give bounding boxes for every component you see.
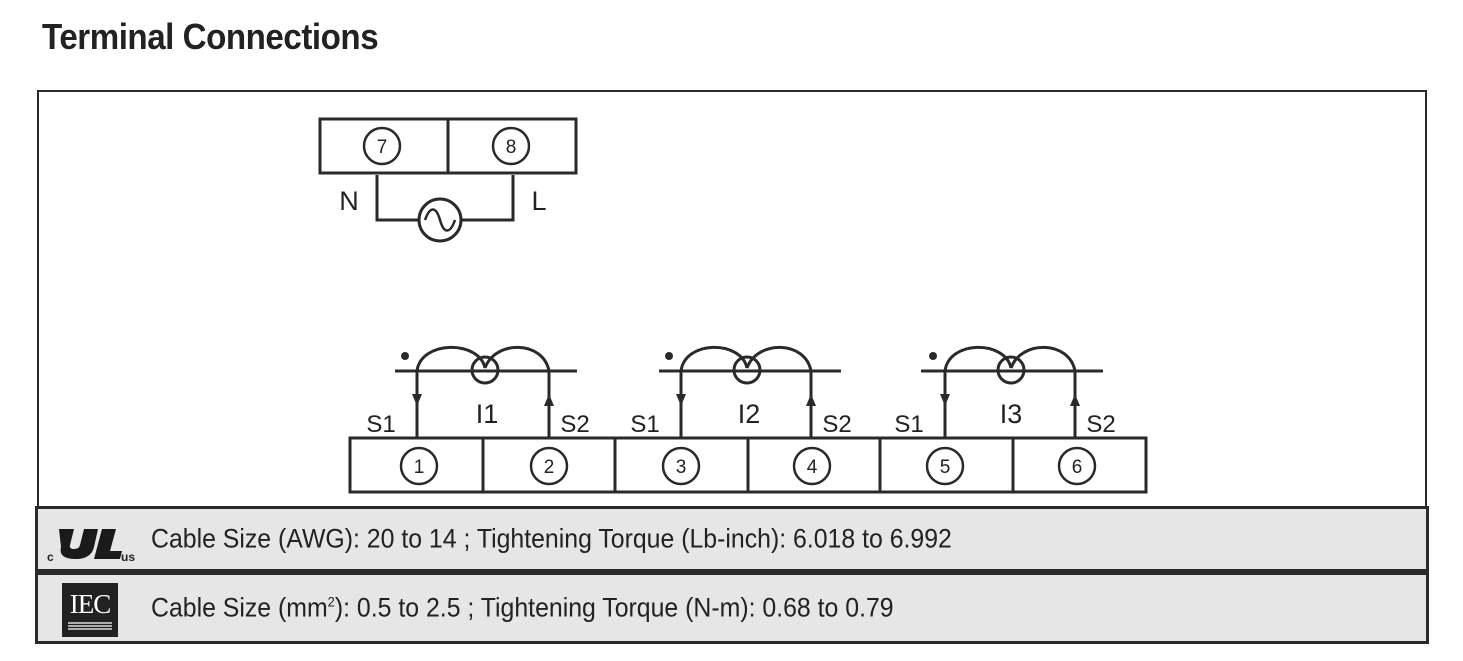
ct-2-s2-label: S2 [822,411,851,438]
terminal-3-label: 3 [676,457,687,478]
terminal-5-label: 5 [940,457,951,478]
iec-logo-text: IEC [69,589,112,619]
ct-2-s2-arrow-icon [806,394,816,406]
polarity-dot-icon-2 [665,352,673,360]
ul-spec-text: Cable Size (AWG): 20 to 14 ; Tightening … [151,523,952,554]
page-title: Terminal Connections [42,16,379,57]
ct-3-s1-label: S1 [894,411,923,438]
ct-2-coil-icon [679,345,749,372]
polarity-dot-icon-3 [929,352,937,360]
neutral-label: N [339,186,359,216]
iec-spec-row: IEC Cable Size (mm2): 0.5 to 2.5 ; Tight… [35,572,1429,644]
ct-1-coil-icon [415,345,487,372]
ct-3-s2-label: S2 [1086,411,1115,438]
terminal-4-label: 4 [807,457,818,478]
ct-1-s2-label: S2 [560,411,589,438]
ct-3-coil-icon [943,345,1013,372]
terminal-8-circle [491,126,531,166]
ct-1-core-icon [470,355,500,385]
wiring-diagram-frame: 7 8 N L I1 S1 S2 1 2 I2 S1 S2 3 4 I3 S1 … [37,90,1427,508]
iec-spec-text-sup: 2 [327,593,335,610]
ct-2-core-icon [732,355,762,385]
terminal-2-circle [529,446,569,486]
terminal-4-circle [792,446,832,486]
terminal-8-label: 8 [506,137,517,158]
iec-spec-text: Cable Size (mm2): 0.5 to 2.5 ; Tightenin… [151,593,894,624]
ct-1-label: I1 [476,399,499,429]
ul-logo-us: us [121,550,135,564]
terminal-5-circle [925,446,965,486]
neutral-wire [375,175,419,222]
ul-logo-c: c [47,550,54,564]
terminal-3-circle [661,446,701,486]
iec-logo: IEC [62,583,118,637]
terminal-7-circle [362,126,402,166]
ac-source-icon [417,197,463,243]
ac-sine-icon [423,208,457,232]
terminal-2-label: 2 [544,457,555,478]
terminal-6-circle [1057,446,1097,486]
terminal-6-label: 6 [1072,457,1083,478]
ul-listed-logo: c us [47,529,135,564]
line-label: L [531,186,546,216]
ct-1-s2-arrow-icon [544,394,554,406]
terminal-7-label: 7 [377,137,388,158]
ct-2-label: I2 [738,399,761,429]
wiring-diagram: 7 8 N L I1 S1 S2 1 2 I2 S1 S2 3 4 I3 S1 … [318,117,1148,494]
iec-spec-text-after: ): 0.5 to 2.5 ; Tightening Torque (N-m):… [334,592,894,623]
ct-1-s1-label: S1 [366,411,395,438]
iec-spec-text-before: Cable Size (mm [151,592,328,623]
terminal-1-circle [399,446,439,486]
ct-2-s1-label: S1 [630,411,659,438]
ct-3-label: I3 [1000,399,1023,429]
ct-1-coil-return [483,345,551,372]
polarity-dot-icon-1 [401,352,409,360]
iec-logo-lines [68,622,112,630]
ct-2-s1-arrow-icon [676,394,686,406]
ct-3-s1-arrow-icon [940,394,950,406]
ct-3-s2-arrow-icon [1070,394,1080,406]
line-wire [461,175,515,222]
terminal-1-label: 1 [414,457,425,478]
ul-logo-mark [59,529,122,559]
ct-3-coil-return [1009,345,1077,372]
ul-spec-row: c us Cable Size (AWG): 20 to 14 ; Tighte… [35,506,1429,572]
ct-2-coil-return [745,345,813,372]
ct-3-core-icon [996,355,1026,385]
ct-1-s1-arrow-icon [412,394,422,406]
